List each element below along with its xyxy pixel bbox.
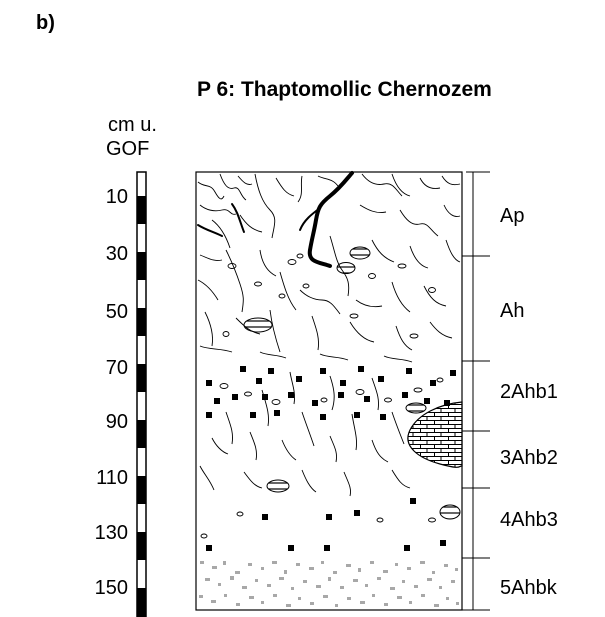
- calcareous-speckle-zone: [199, 561, 459, 607]
- aggregate-crumbs: [200, 253, 444, 539]
- depth-scale-bar: [136, 171, 147, 617]
- concretion-squares: [206, 366, 456, 551]
- root-crack-lines: [197, 173, 461, 497]
- horizon-boundary-bracket: [462, 171, 490, 611]
- horizon-label-ah: Ah: [500, 300, 525, 322]
- depth-unit-label: cm u.: [108, 114, 157, 136]
- depth-tick-label: 70: [105, 357, 128, 379]
- brick-inclusion: [407, 401, 463, 468]
- main-crack: [197, 171, 354, 268]
- profile-frame: [195, 171, 463, 611]
- depth-tick-label: 90: [105, 411, 128, 433]
- panel-label: b): [36, 12, 55, 34]
- horizon-label-2ahb1: 2Ahb1: [500, 381, 558, 403]
- depth-tick-label: 150: [94, 577, 128, 599]
- hatched-clasts: [243, 246, 461, 520]
- depth-tick-label: 10: [105, 186, 128, 208]
- horizon-label-ap: Ap: [500, 205, 525, 227]
- depth-tick-label: 50: [105, 301, 128, 323]
- depth-reference-label: GOF: [106, 138, 150, 160]
- horizon-label-5ahbk: 5Ahbk: [500, 577, 557, 599]
- horizon-label-3ahb2: 3Ahb2: [500, 447, 558, 469]
- horizon-label-4ahb3: 4Ahb3: [500, 509, 558, 531]
- depth-tick-label: 110: [96, 467, 128, 489]
- depth-tick-label: 30: [105, 243, 128, 265]
- depth-tick-label: 130: [94, 522, 128, 544]
- profile-title: P 6: Thaptomollic Chernozem: [197, 78, 492, 101]
